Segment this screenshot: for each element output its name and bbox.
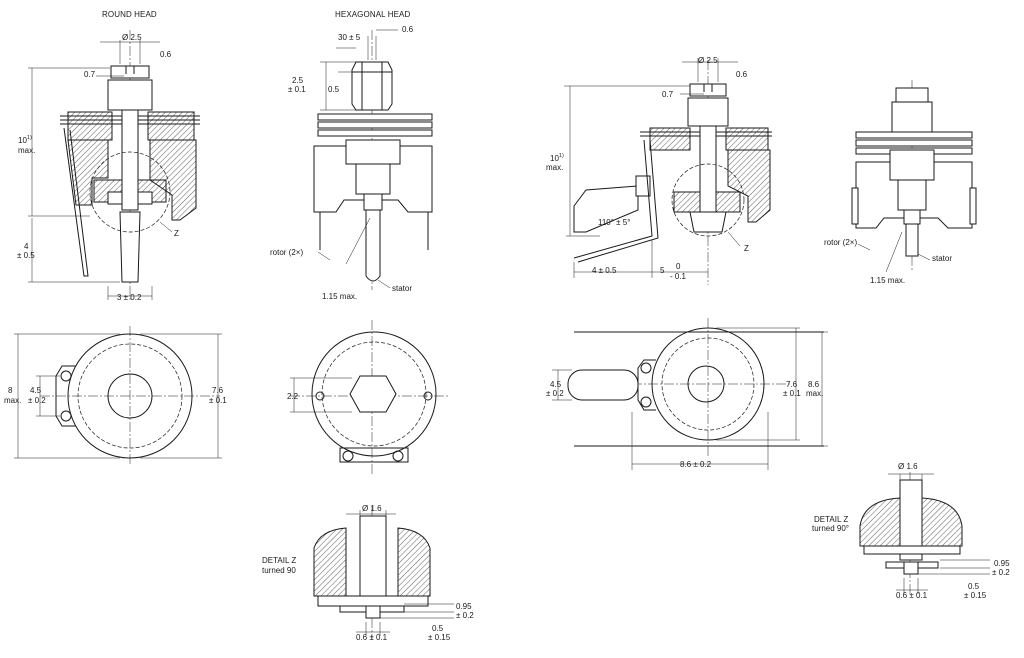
round-head-section-view xyxy=(28,30,200,300)
side-mount-top-view xyxy=(552,318,828,470)
hexagonal-head-top-view xyxy=(290,320,450,476)
hexagonal-head-side-view xyxy=(313,29,433,290)
detail-z-1-view xyxy=(313,506,454,640)
side-mount-section-view xyxy=(564,58,772,285)
side-mount-end-view xyxy=(851,80,977,273)
detail-z-2-view xyxy=(859,472,990,596)
round-head-top-view xyxy=(14,326,222,466)
